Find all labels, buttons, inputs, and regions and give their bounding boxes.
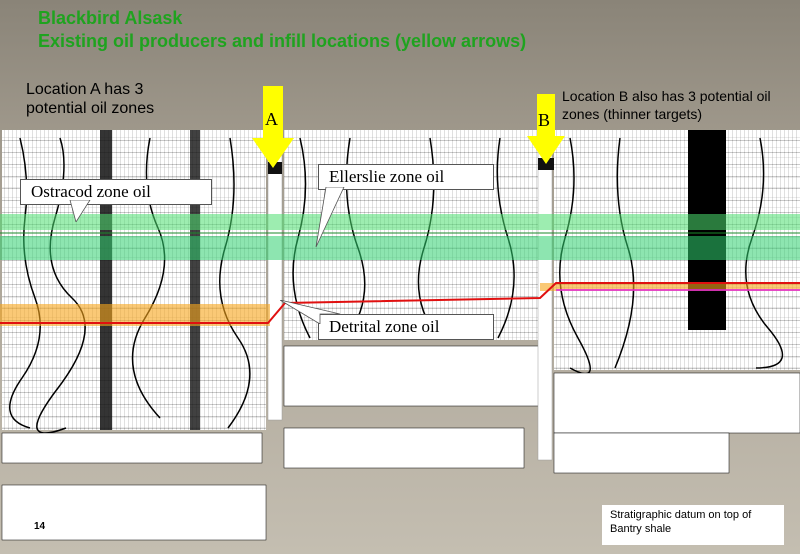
arrow-a-label: A	[265, 109, 278, 129]
ellerslie-band	[0, 236, 800, 260]
callout-ellerslie-pointer	[315, 187, 345, 247]
datum-line-red	[0, 282, 800, 324]
location-b-note: Location B also has 3 potential oil zone…	[562, 88, 771, 122]
arrow-location-b	[527, 94, 565, 164]
page-number: 14	[34, 521, 46, 532]
callout-detrital: Detrital zone oil	[318, 314, 494, 340]
well-log-cross-section	[0, 129, 800, 541]
callout-detrital-pointer	[280, 300, 340, 324]
ostracod-band	[0, 214, 800, 230]
detrital-band-right	[540, 283, 800, 291]
callout-ellerslie: Ellerslie zone oil	[318, 164, 494, 190]
slide-title: Blackbird Alsask	[38, 8, 183, 28]
arrow-location-a	[252, 86, 294, 168]
callout-ostracod-pointer	[69, 200, 91, 222]
well-log-1	[2, 130, 266, 434]
detrital-band	[0, 304, 270, 326]
slide-subtitle: Existing oil producers and infill locati…	[38, 31, 527, 51]
well-log-3	[537, 129, 800, 474]
callout-ostracod: Ostracod zone oil	[20, 179, 212, 205]
datum-note: Stratigraphic datum on top of Bantry sha…	[602, 505, 784, 545]
arrow-b-label: B	[538, 110, 551, 130]
location-a-note: Location A has 3 potential oil zones	[26, 81, 155, 117]
